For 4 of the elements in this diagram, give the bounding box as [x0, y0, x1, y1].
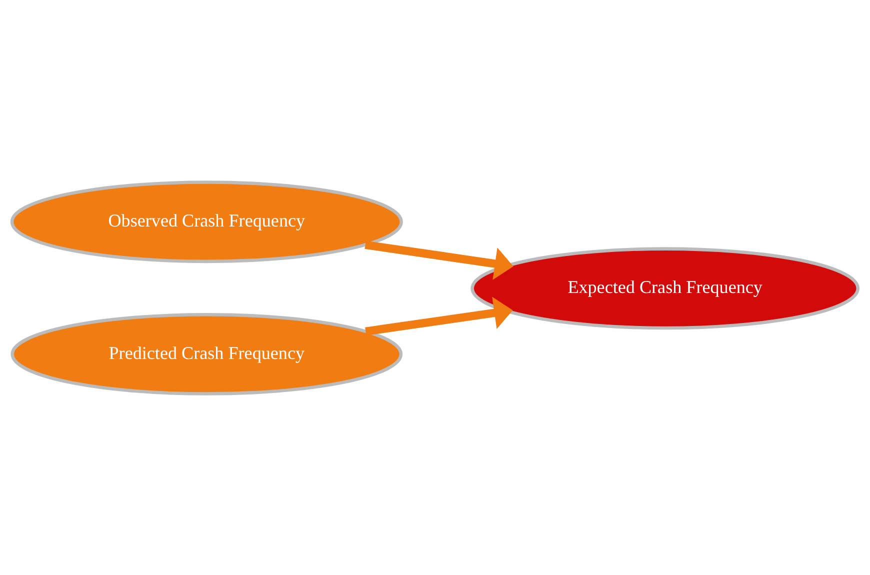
- arrow: [364, 240, 514, 280]
- node-ellipse: Predicted Crash Frequency: [10, 312, 403, 395]
- node-ellipse: Observed Crash Frequency: [10, 180, 403, 263]
- arrow: [365, 296, 513, 335]
